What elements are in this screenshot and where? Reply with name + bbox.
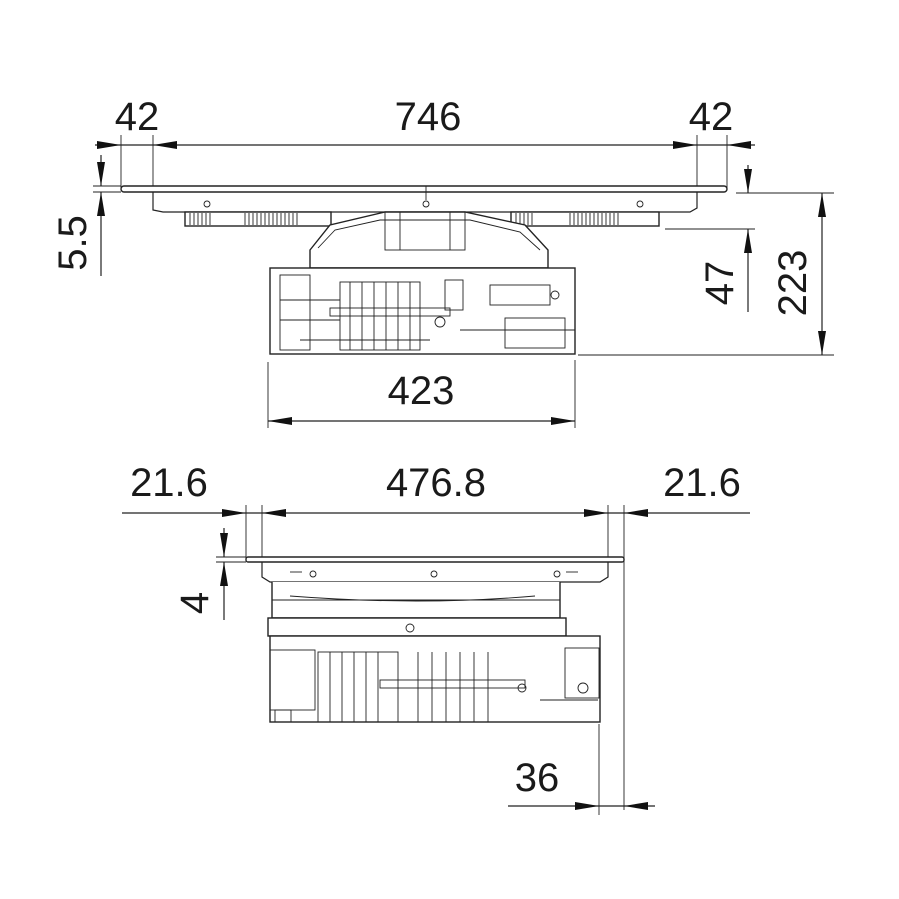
dim-label-glass-width: 746	[395, 95, 462, 139]
top-width-dimension: 42 746 42	[95, 95, 755, 188]
left-fan-grill	[184, 211, 332, 227]
dim-label-right-margin: 42	[689, 95, 734, 139]
dim-label-frame-depth: 47	[698, 261, 742, 306]
dim-label-side-glass-width: 476.8	[386, 461, 486, 505]
dim-label-total-height: 223	[771, 250, 815, 317]
side-motor-housing	[267, 582, 601, 723]
side-mounting-frame	[261, 562, 609, 583]
side-elevation-view: 21.6 476.8 21.6	[122, 461, 750, 815]
dim-label-side-glass-thickness: 4	[173, 592, 217, 614]
side-glass-thickness-dimension: 4	[173, 528, 246, 620]
dim-label-side-left-margin: 21.6	[130, 461, 208, 505]
offset-dimension: 36	[508, 724, 655, 815]
glass-plate	[120, 185, 728, 193]
side-width-dimension: 21.6 476.8 21.6	[122, 461, 750, 810]
dim-label-base-width: 423	[388, 369, 455, 413]
dim-label-left-margin: 42	[115, 95, 160, 139]
dim-label-side-right-margin: 21.6	[663, 461, 741, 505]
mounting-frame	[152, 192, 698, 213]
height-dimensions-right: 47 223	[578, 165, 834, 356]
right-fan-grill	[510, 211, 660, 227]
glass-thickness-dimension: 5.5	[51, 155, 121, 276]
front-elevation-view: 42 746 42	[51, 95, 834, 428]
base-width-dimension: 423	[267, 360, 576, 428]
side-glass-plate	[245, 556, 625, 563]
motor-housing	[269, 211, 576, 355]
dim-label-glass-thickness: 5.5	[51, 215, 95, 271]
dim-label-offset: 36	[515, 756, 560, 800]
